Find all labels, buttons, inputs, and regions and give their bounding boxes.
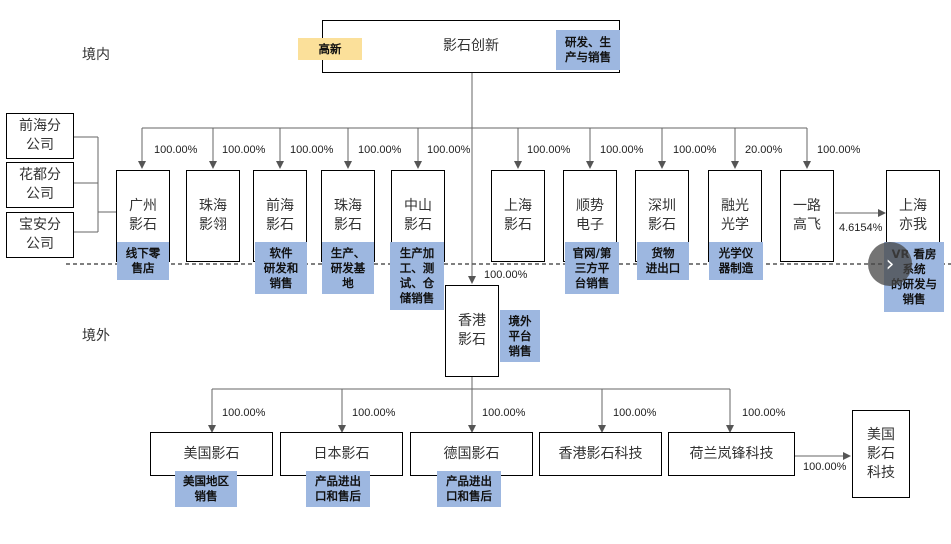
pct-netherlands: 100.00% bbox=[742, 407, 786, 419]
sub-hongkong: 香港 影石 bbox=[445, 285, 499, 377]
pct-yilugaofei: 100.00% bbox=[817, 144, 861, 156]
pct-us-tech: 100.00% bbox=[803, 461, 847, 473]
branch-huadu: 花都分 公司 bbox=[6, 162, 74, 208]
pct-zhuhai: 100.00% bbox=[358, 144, 402, 156]
branch-qianhai: 前海分 公司 bbox=[6, 113, 74, 159]
sub-netherlands: 荷兰岚锋科技 bbox=[668, 432, 795, 476]
sub-yilugaofei: 一路 高飞 bbox=[780, 170, 834, 262]
tag-shenzhen: 货物 进出口 bbox=[637, 242, 689, 280]
pct-hk: 100.00% bbox=[484, 269, 528, 281]
pct-shunshi: 100.00% bbox=[600, 144, 644, 156]
sub-shanghai: 上海 影石 bbox=[491, 170, 545, 262]
tag-zhongshan: 生产加 工、测 试、仓 储销售 bbox=[390, 242, 444, 310]
pct-shanghai: 100.00% bbox=[527, 144, 571, 156]
top-tag-hightech: 高新 bbox=[298, 38, 362, 60]
pct-us: 100.00% bbox=[222, 407, 266, 419]
tag-shunshi: 官网/第 三方平 台销售 bbox=[565, 242, 619, 294]
sub-zhuhai-yingling: 珠海 影翎 bbox=[186, 170, 240, 262]
tag-japan: 产品进出 口和售后 bbox=[306, 471, 370, 507]
pct-hk-tech: 100.00% bbox=[613, 407, 657, 419]
sub-us-tech: 美国 影石 科技 bbox=[852, 410, 910, 498]
region-domestic-label: 境内 bbox=[82, 47, 110, 63]
sub-qianhai: 前海 影石 bbox=[253, 170, 307, 262]
pct-zhongshan: 100.00% bbox=[427, 144, 471, 156]
tag-us: 美国地区 销售 bbox=[175, 471, 237, 507]
tag-hongkong: 境外 平台 销售 bbox=[500, 310, 540, 362]
tag-zhuhai: 生产、 研发基 地 bbox=[322, 242, 374, 294]
sub-germany: 德国影石 bbox=[410, 432, 533, 476]
pct-japan: 100.00% bbox=[352, 407, 396, 419]
pct-germany: 100.00% bbox=[482, 407, 526, 419]
tag-rongguang: 光学仪 器制造 bbox=[709, 242, 763, 280]
sub-us: 美国影石 bbox=[150, 432, 273, 476]
pct-zhuhai-yingling: 100.00% bbox=[222, 144, 266, 156]
tag-germany: 产品进出 口和售后 bbox=[437, 471, 501, 507]
branch-baoan: 宝安分 公司 bbox=[6, 212, 74, 258]
region-overseas-label: 境外 bbox=[82, 328, 110, 344]
pct-shanghai-yiwo: 4.6154% bbox=[839, 222, 883, 234]
pct-qianhai: 100.00% bbox=[290, 144, 334, 156]
pct-rongguang: 20.00% bbox=[745, 144, 783, 156]
pct-shenzhen: 100.00% bbox=[673, 144, 717, 156]
top-tag-business: 研发、生 产与销售 bbox=[556, 30, 620, 70]
sub-japan: 日本影石 bbox=[280, 432, 403, 476]
next-button[interactable]: › bbox=[868, 242, 912, 286]
pct-guangzhou: 100.00% bbox=[154, 144, 198, 156]
tag-qianhai: 软件 研发和 销售 bbox=[255, 242, 307, 294]
top-company-name: 影石创新 bbox=[443, 38, 499, 54]
sub-hk-tech: 香港影石科技 bbox=[539, 432, 662, 476]
chevron-right-icon: › bbox=[885, 251, 895, 277]
tag-guangzhou: 线下零 售店 bbox=[117, 242, 169, 280]
